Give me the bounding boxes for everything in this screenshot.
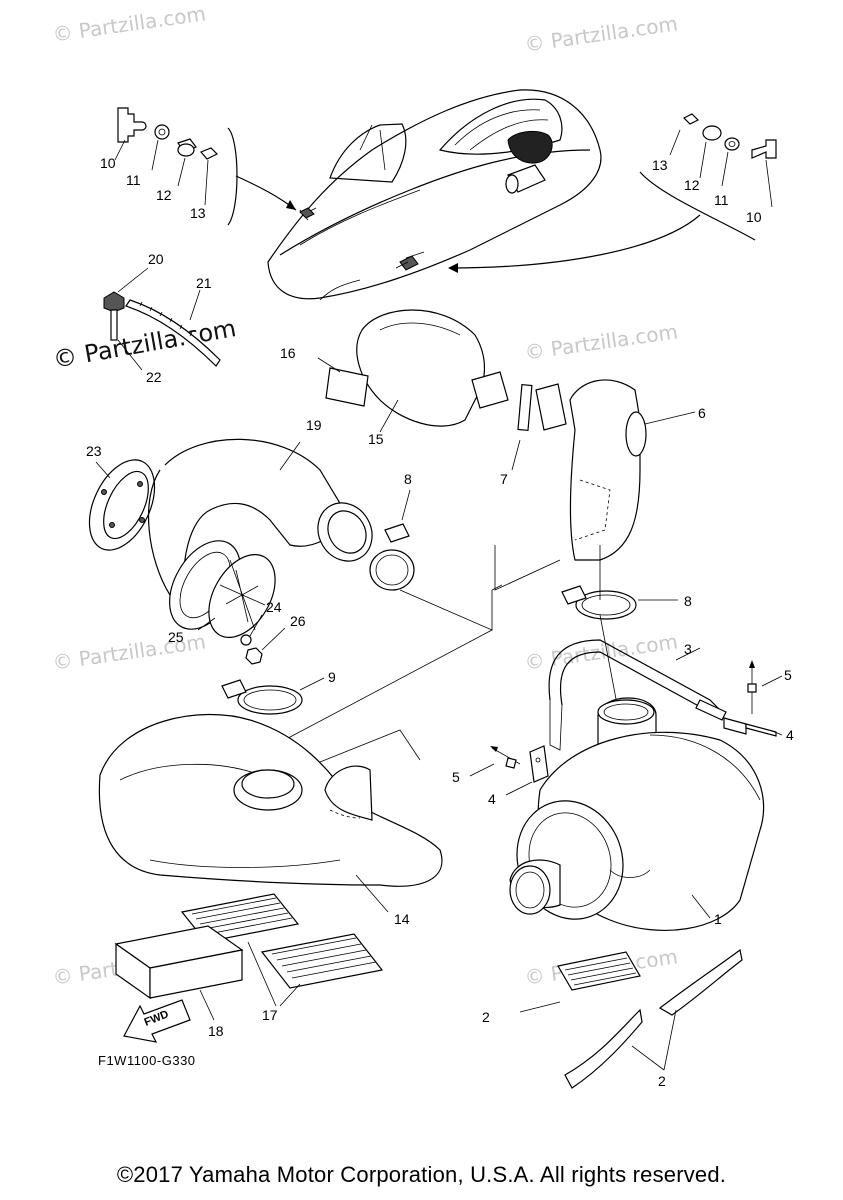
part-label: 7 [500,471,508,487]
part-label: 18 [208,1023,224,1039]
forward-direction-arrow: FWD [123,999,191,1043]
part-label: 1 [714,911,722,927]
clamp-lower [561,585,678,620]
part-label: 5 [784,667,792,683]
gasket-and-plate [169,540,286,665]
part-label: 17 [262,1007,278,1023]
part-label: 20 [148,251,164,267]
joint-hose-part [535,379,696,561]
hose-band-part [511,383,533,471]
part-label: 2 [482,1009,490,1025]
drain-fastener-set-right [669,113,777,208]
part-number-labels: 10 11 12 13 13 12 11 10 20 21 22 16 15 7… [86,155,794,1089]
diagram-code: F1W1100-G330 [98,1053,196,1068]
part-label: 22 [146,369,162,385]
part-label: 6 [698,405,706,421]
callout-bracket-right [448,171,756,273]
part-label: 2 [658,1073,666,1089]
part-label: 14 [394,911,410,927]
drain-fastener-set-left [114,107,219,206]
bracket-and-pin-left [469,745,549,796]
bracket-and-pin-right [723,660,783,737]
part-label: 4 [488,791,496,807]
flange-ring-part [88,459,156,551]
part-label: 10 [100,155,116,171]
part-label: 16 [280,345,296,361]
sponge-part [114,925,244,1021]
cable-tie-parts [103,267,221,371]
part-label: 13 [652,157,668,173]
part-label: 23 [86,443,102,459]
part-label: 12 [156,187,172,203]
part-label: 24 [266,599,282,615]
part-label: 13 [190,205,206,221]
resonator-part [317,309,509,433]
part-label: 12 [684,177,700,193]
part-label: 9 [328,669,336,685]
clamp-upper [369,489,415,591]
pad-parts [519,948,743,1089]
part-label: 10 [746,209,762,225]
strap-band-part [548,639,727,751]
part-label: 11 [126,172,141,188]
callout-bracket-left [227,127,297,226]
part-label: 5 [452,769,460,785]
part-label: 25 [168,629,184,645]
exploded-view: FWD [86,89,794,1089]
part-label: 8 [404,471,412,487]
watercraft-hull-illustration [267,89,602,301]
silencer-assembly-part [509,697,765,931]
part-label: 4 [786,727,794,743]
part-label: 15 [368,431,384,447]
part-label: 26 [290,613,306,629]
part-label: 21 [196,275,212,291]
intake-hose-part [147,438,373,601]
clamp-box [221,677,325,715]
part-label: 3 [684,641,692,657]
part-label: 8 [684,593,692,609]
part-label: 11 [714,192,729,208]
air-intake-box-part [98,713,443,913]
copyright-notice: ©2017 Yamaha Motor Corporation, U.S.A. A… [116,1162,727,1187]
part-label: 19 [306,417,322,433]
